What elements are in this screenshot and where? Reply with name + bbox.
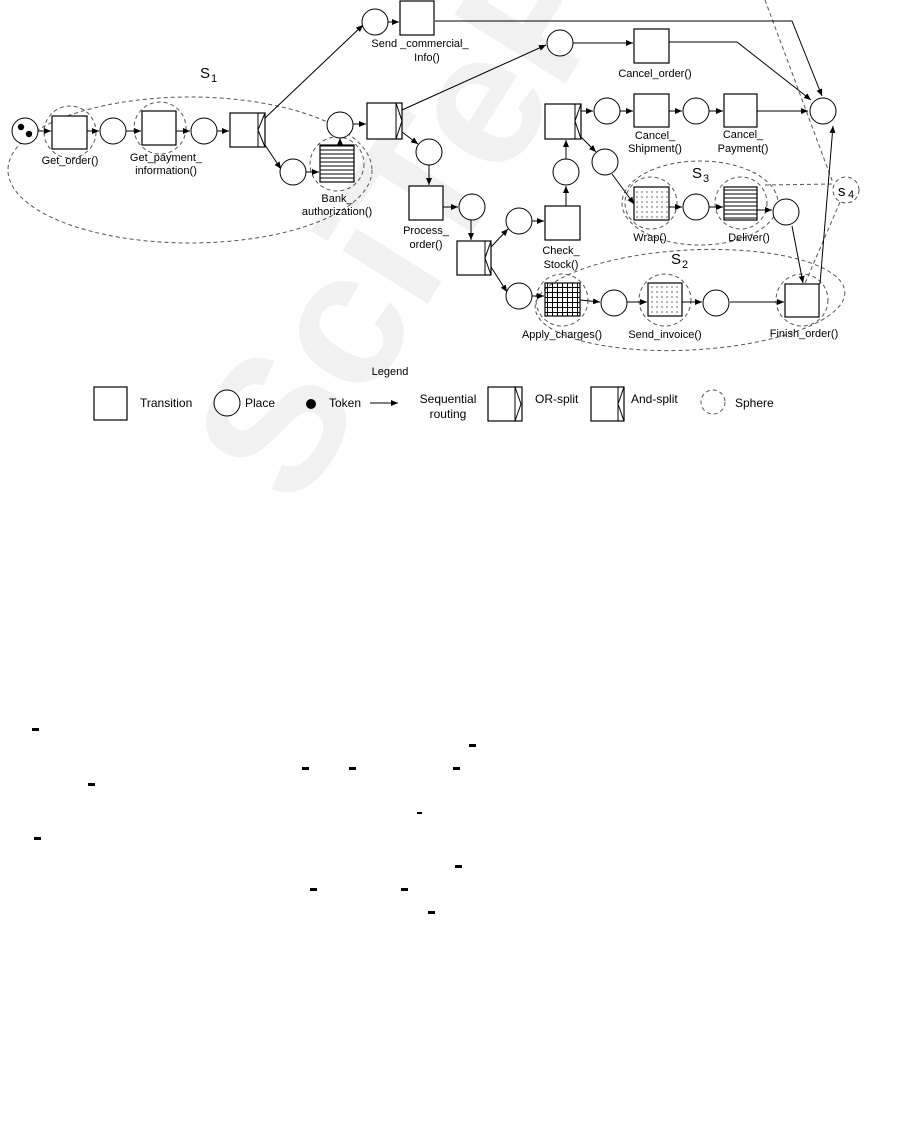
svg-text:Sphere: Sphere bbox=[735, 396, 774, 410]
legend-token-icon bbox=[306, 399, 316, 409]
legend-or-split-icon bbox=[487, 386, 523, 422]
svg-text:information(): information() bbox=[135, 165, 197, 177]
svg-text:Cancel_order(): Cancel_order() bbox=[618, 68, 691, 80]
places bbox=[11, 8, 837, 317]
svg-text:Bank_: Bank_ bbox=[321, 193, 353, 205]
svg-text:Sequential: Sequential bbox=[420, 392, 477, 406]
svg-text:Cancel_: Cancel_ bbox=[723, 129, 764, 141]
and-split-marker bbox=[257, 112, 266, 148]
end-place bbox=[809, 97, 837, 125]
svg-text:Stock(): Stock() bbox=[544, 259, 579, 271]
legend-sphere-icon bbox=[700, 389, 726, 415]
legend-transition-icon bbox=[93, 386, 128, 421]
svg-text:Wrap(): Wrap() bbox=[633, 232, 666, 244]
svg-text:3: 3 bbox=[703, 173, 709, 185]
transition-labels: Get_order() Get_payment_ information() B… bbox=[42, 38, 839, 341]
transitions bbox=[51, 0, 820, 318]
legend-and-split-icon bbox=[590, 386, 625, 422]
svg-text:OR-split: OR-split bbox=[535, 392, 579, 406]
svg-text:2: 2 bbox=[682, 259, 688, 271]
svg-text:Place: Place bbox=[245, 396, 275, 410]
svg-text:order(): order() bbox=[409, 239, 442, 251]
svg-text:routing: routing bbox=[430, 407, 467, 421]
svg-text:S: S bbox=[692, 165, 702, 182]
svg-text:Process_: Process_ bbox=[403, 225, 450, 237]
svg-text:Check_: Check_ bbox=[542, 245, 580, 257]
svg-text:Transition: Transition bbox=[140, 396, 192, 410]
arcs bbox=[38, 19, 836, 305]
svg-text:Get_order(): Get_order() bbox=[42, 155, 99, 167]
svg-text:1: 1 bbox=[211, 73, 217, 85]
svg-text:Apply_charges(): Apply_charges() bbox=[522, 329, 602, 341]
svg-text:authorization(): authorization() bbox=[302, 206, 372, 218]
svg-text:Finish_order(): Finish_order() bbox=[770, 328, 838, 340]
svg-text:Send_invoice(): Send_invoice() bbox=[628, 329, 701, 341]
svg-text:Cancel_: Cancel_ bbox=[635, 130, 676, 142]
or-split-marker bbox=[395, 102, 403, 140]
svg-text:s: s bbox=[838, 183, 846, 200]
svg-text:S: S bbox=[671, 251, 681, 268]
svg-text:Send _commercial_: Send _commercial_ bbox=[371, 38, 469, 50]
legend-place-icon bbox=[213, 389, 241, 417]
svg-text:Token: Token bbox=[329, 396, 361, 410]
svg-text:Info(): Info() bbox=[414, 52, 440, 64]
svg-text:Deliver(): Deliver() bbox=[728, 232, 770, 244]
svg-text:Payment(): Payment() bbox=[718, 143, 769, 155]
svg-text:Shipment(): Shipment() bbox=[628, 143, 682, 155]
svg-text:And-split: And-split bbox=[631, 392, 678, 406]
svg-text:Get_payment_: Get_payment_ bbox=[130, 152, 203, 164]
svg-text:Legend: Legend bbox=[372, 366, 409, 378]
token bbox=[25, 130, 33, 138]
svg-text:S: S bbox=[200, 65, 210, 82]
start-place bbox=[11, 117, 39, 145]
legend: Legend Transition Place Token Sequential… bbox=[93, 366, 774, 422]
svg-text:4: 4 bbox=[848, 189, 854, 201]
token bbox=[17, 123, 25, 131]
